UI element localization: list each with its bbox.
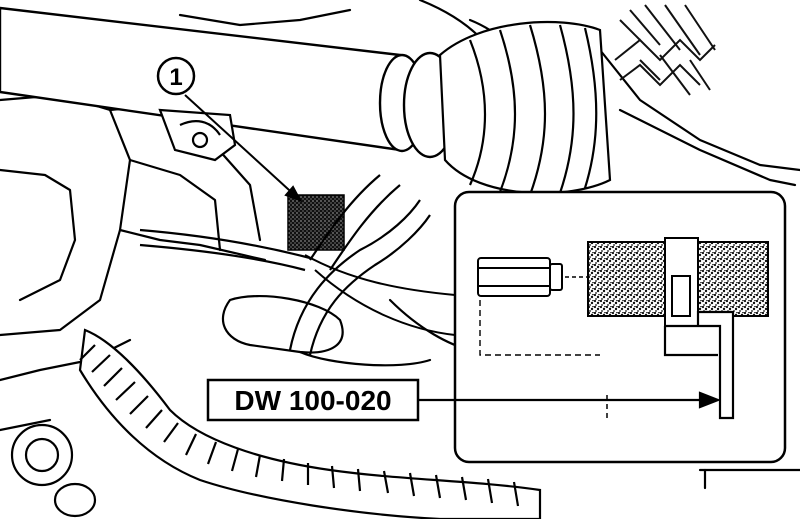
tool-label-text: DW 100-020 bbox=[234, 385, 391, 416]
corrugated-hose bbox=[78, 328, 542, 519]
zoom-wedge bbox=[304, 254, 456, 336]
plunger-pin bbox=[477, 257, 563, 297]
tool-tip bbox=[665, 310, 735, 420]
latch-slot bbox=[664, 237, 699, 327]
detail-inset bbox=[453, 190, 787, 464]
callout-1: 1 bbox=[156, 56, 196, 96]
pipes bbox=[139, 174, 431, 356]
callout-number: 1 bbox=[169, 64, 182, 91]
clip-bracket bbox=[158, 108, 237, 162]
hatched-casting bbox=[614, 4, 716, 96]
tool-pointer bbox=[418, 391, 722, 409]
cv-boot bbox=[438, 20, 612, 196]
tool-label: DW 100-020 bbox=[206, 378, 420, 422]
callout-leader bbox=[184, 94, 303, 202]
